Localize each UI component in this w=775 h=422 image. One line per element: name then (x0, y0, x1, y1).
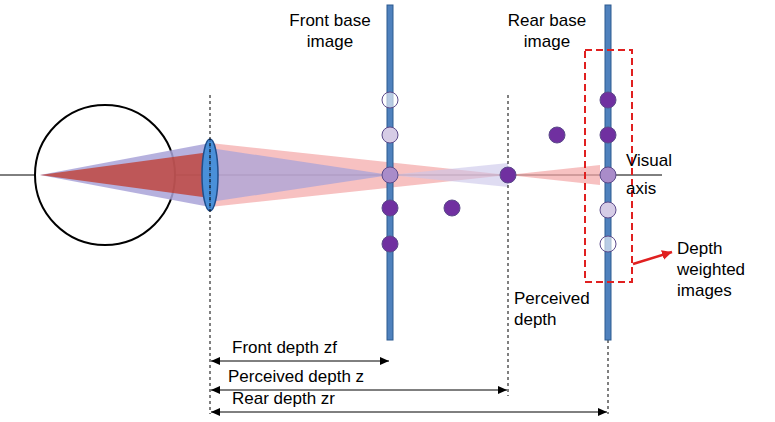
callout-arrow (633, 252, 672, 264)
ray-cone (40, 143, 210, 207)
depth-label: Perceived depth (514, 288, 600, 330)
dimension-arrow (211, 412, 607, 413)
dimension-label: Front depth zf (232, 337, 382, 358)
pixel-dots (382, 92, 616, 252)
guide-line (608, 340, 609, 414)
dimension-label: Perceived depth z (228, 366, 428, 387)
axis-label: Visual axis (626, 147, 686, 203)
ray-cone (210, 143, 508, 207)
ray-cone (508, 165, 600, 185)
plane-label: Rear base image (497, 10, 597, 52)
ray-cone (40, 152, 210, 198)
callout-label: Depth weighted images (677, 238, 771, 301)
plane-label: Front base image (280, 10, 380, 52)
dimension-label: Rear depth zr (232, 388, 432, 409)
dashed-bracket-box (585, 50, 632, 282)
guide-line (508, 95, 509, 396)
ray-cone (390, 163, 508, 187)
ray-cone (210, 148, 390, 202)
guide-line (210, 95, 211, 414)
dimension-arrow (211, 361, 389, 362)
